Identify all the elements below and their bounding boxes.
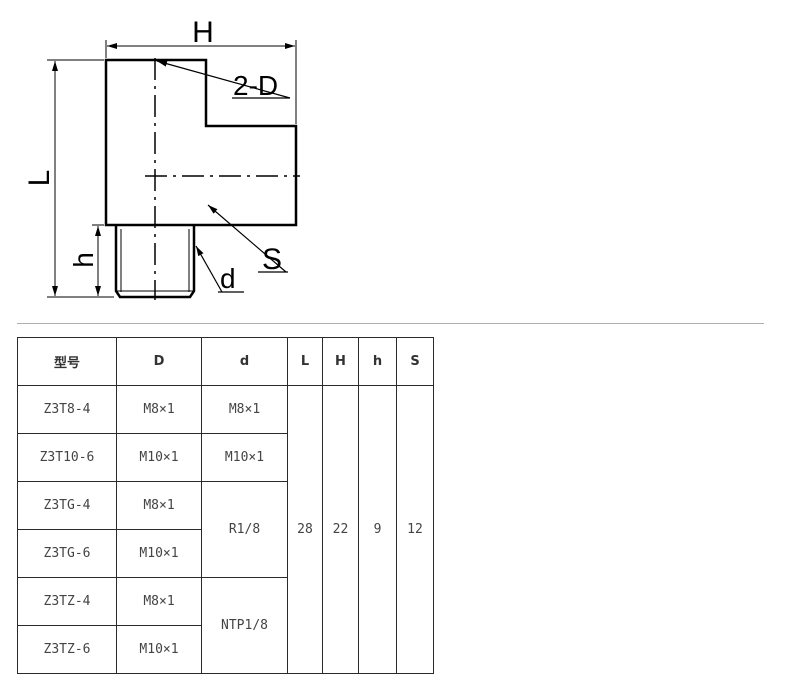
cell-D: M8×1	[116, 577, 202, 626]
label-H: H	[192, 16, 214, 49]
cell-model: Z3TZ-6	[17, 625, 117, 674]
cell-model: Z3TG-6	[17, 529, 117, 578]
header-H: H	[322, 337, 359, 386]
cell-D: M10×1	[116, 529, 202, 578]
body-outline	[104, 58, 298, 227]
header-D: D	[116, 337, 202, 386]
label-L: L	[23, 170, 56, 187]
table-header-row: 型号 D d L H h S	[17, 337, 434, 386]
label-h: h	[68, 252, 99, 268]
cell-D: M8×1	[116, 385, 202, 434]
header-S: S	[396, 337, 434, 386]
label-D: 2-D	[233, 70, 278, 101]
cell-d: M10×1	[201, 433, 288, 482]
header-h: h	[358, 337, 397, 386]
table-row: Z3TG-6 M10×1	[17, 529, 434, 578]
cell-D: M10×1	[116, 625, 202, 674]
cell-model: Z3TZ-4	[17, 577, 117, 626]
cell-H: 22	[322, 385, 359, 674]
cell-model: Z3T10-6	[17, 433, 117, 482]
header-L: L	[287, 337, 323, 386]
leader-d	[195, 245, 223, 293]
leader-D	[156, 60, 291, 99]
leader-S	[207, 204, 287, 273]
table-row: Z3T8-4 M8×1 M8×1 28 22 9 12	[17, 385, 434, 674]
cell-D: M8×1	[116, 481, 202, 530]
header-model: 型号	[17, 337, 117, 386]
fitting-drawing: H L h 2-D S d	[23, 16, 300, 300]
divider	[17, 323, 764, 324]
cell-L: 28	[287, 385, 323, 674]
label-d: d	[220, 263, 236, 294]
cell-d: NTP1/8	[201, 577, 288, 674]
cell-d: R1/8	[201, 481, 288, 578]
cell-S: 12	[396, 385, 434, 674]
cell-model: Z3T8-4	[17, 385, 117, 434]
table-row: Z3TZ-6 M10×1	[17, 625, 434, 674]
table-row: Z3TG-4 M8×1 R1/8	[17, 481, 434, 578]
cell-h: 9	[358, 385, 397, 674]
cell-model: Z3TG-4	[17, 481, 117, 530]
spec-table: 型号 D d L H h S Z3T8-4 M8×1 M8×1 28 22 9 …	[17, 337, 434, 674]
cell-d: M8×1	[201, 385, 288, 434]
table-row: Z3T10-6 M10×1 M10×1	[17, 433, 434, 482]
label-S: S	[262, 243, 282, 276]
cell-D: M10×1	[116, 433, 202, 482]
header-d: d	[201, 337, 288, 386]
